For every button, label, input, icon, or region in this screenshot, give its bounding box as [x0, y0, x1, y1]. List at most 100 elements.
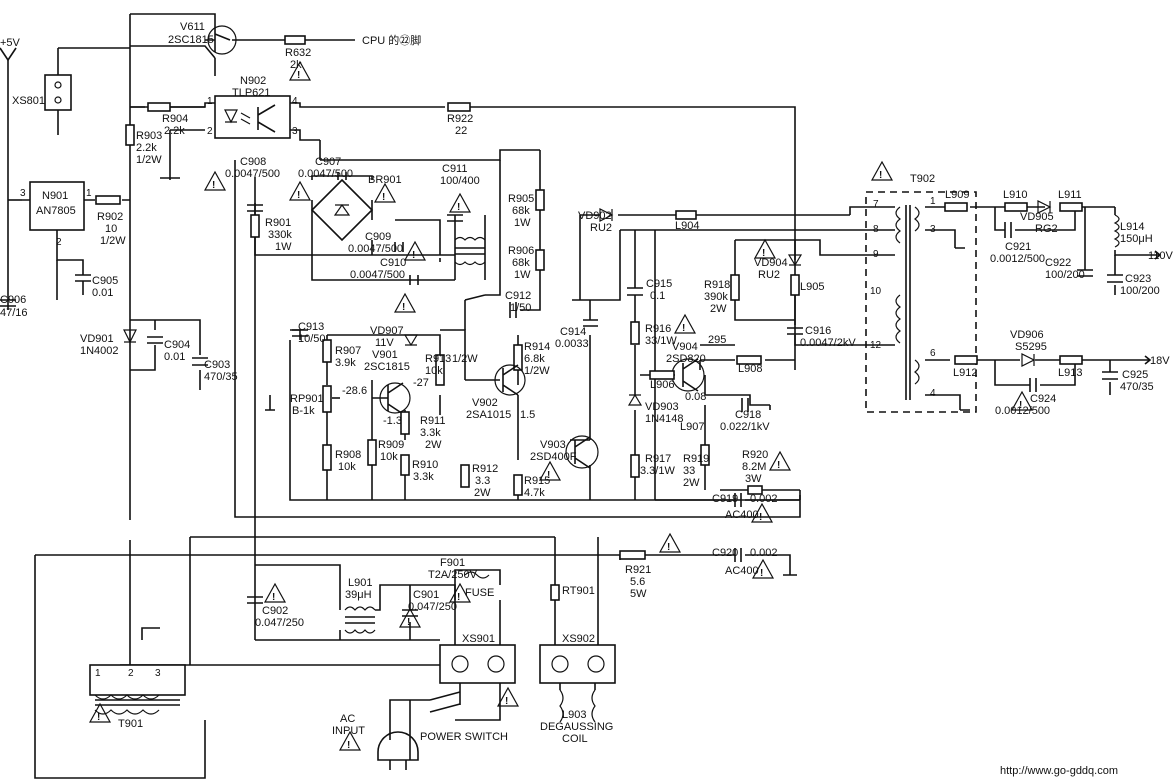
label-xs902: XS902	[562, 633, 595, 645]
label-c907: C907	[315, 156, 341, 168]
label-r921: R921	[625, 564, 651, 576]
t902-pin-4: 4	[930, 388, 936, 399]
label-r903: R903	[136, 130, 162, 142]
voltage-0-08: 0.08	[685, 391, 706, 403]
label-n901: N901	[42, 190, 68, 202]
label-r906: R906	[508, 245, 534, 257]
label-r906-val: 68k	[512, 257, 530, 269]
label-rp901: RP901	[290, 393, 324, 405]
label-l903: L903	[562, 709, 586, 721]
output-18v: 18V	[1150, 355, 1170, 367]
label-v902-type: 2SA1015	[466, 409, 511, 421]
warning-icon: !	[768, 450, 792, 471]
label-vd905: VD905	[1020, 211, 1054, 223]
cpu-note: CPU 的㉒脚	[362, 33, 421, 47]
label-c916: C916	[805, 325, 831, 337]
label-r908: R908	[335, 449, 361, 461]
label-r912-val: 3.3	[475, 475, 490, 487]
label-c909-val: 0.0047/500	[348, 243, 403, 255]
label-l901: L901	[348, 577, 372, 589]
svg-text:!: !	[760, 568, 763, 579]
voltage-1-5: 1.5	[520, 409, 535, 421]
warning-icon: !	[750, 502, 774, 523]
label-c914-val: 0.0033	[555, 338, 589, 350]
label-vd907: VD907	[370, 325, 404, 337]
label-r901-val: 330k	[268, 229, 292, 241]
svg-text:!: !	[1019, 400, 1022, 411]
svg-text:!: !	[297, 190, 300, 201]
t902-pin-6: 6	[930, 348, 936, 359]
label-f901: F901	[440, 557, 465, 569]
svg-text:!: !	[777, 460, 780, 471]
label-r917-val: 3.3/1W	[640, 465, 675, 477]
label-v904: V904	[672, 341, 698, 353]
label-c903: C903	[204, 359, 230, 371]
svg-text:!: !	[402, 302, 405, 313]
label-ac: AC	[340, 713, 355, 725]
label-r921-w: 5W	[630, 588, 647, 600]
label-c905: C905	[92, 275, 118, 287]
label-c919-ac: AC400	[725, 509, 759, 521]
label-c925: C925	[1122, 369, 1148, 381]
label-n902: N902	[240, 75, 266, 87]
label-r904: R904	[162, 113, 188, 125]
label-v901: V901	[372, 349, 398, 361]
label-r907-val: 3.9k	[335, 357, 356, 369]
label-c921: C921	[1005, 241, 1031, 253]
label-vd906: VD906	[1010, 329, 1044, 341]
label-l911: L911	[1058, 189, 1082, 201]
warning-icon: !	[403, 240, 427, 261]
label-v901-type: 2SC1815	[364, 361, 410, 373]
label-r908-val: 10k	[338, 461, 356, 473]
label-l914: L914	[1120, 221, 1144, 233]
label-r909: R909	[378, 439, 404, 451]
label-c915-val: 0.1	[650, 290, 665, 302]
label-v902: V902	[472, 397, 498, 409]
label-c920: C920	[712, 547, 738, 559]
label-c905-val: 0.01	[92, 287, 113, 299]
label-c920-val: 0.002	[750, 547, 778, 559]
svg-text:!: !	[505, 696, 508, 707]
svg-text:!: !	[762, 248, 765, 259]
warning-symbols: ! ! ! ! ! ! ! ! ! ! ! ! ! ! ! ! ! ! ! ! …	[88, 60, 1034, 751]
labels: +5V CPU 的㉒脚 XS801 V611 2SC1815 R632 2k N…	[0, 21, 1174, 777]
warning-icon: !	[751, 558, 775, 579]
label-r920-w: 3W	[745, 473, 762, 485]
warning-icon: !	[1010, 390, 1034, 411]
label-vd901-type: 1N4002	[80, 345, 119, 357]
label-r913: R913	[425, 353, 451, 365]
label-r910: R910	[412, 459, 438, 471]
label-n902-type: TLP621	[232, 87, 271, 99]
label-r920: R920	[742, 449, 768, 461]
label-v611-type: 2SC1815	[168, 34, 214, 46]
label-c921-val: 0.0012/500	[990, 253, 1045, 265]
label-c904: C904	[164, 339, 190, 351]
label-c922-val: 100/200	[1045, 269, 1085, 281]
label-r901-w: 1W	[275, 241, 292, 253]
label-c906: C906	[0, 294, 26, 306]
label-br901: BR901	[368, 174, 402, 186]
label-c919: C919	[712, 493, 738, 505]
label-c903-val: 470/35	[204, 371, 238, 383]
label-c914: C914	[560, 326, 586, 338]
label-r920-val: 8.2M	[742, 461, 766, 473]
label-vd904-type: RU2	[758, 269, 780, 281]
label-degaussing: DEGAUSSING	[540, 721, 613, 733]
label-c918-val: 0.022/1kV	[720, 421, 770, 433]
label-r922: R922	[447, 113, 473, 125]
label-r911: R911	[420, 415, 445, 427]
label-v904-type: 2SD820	[666, 353, 706, 365]
n902-pin-2: 2	[207, 126, 213, 137]
warning-icon: !	[203, 170, 227, 191]
label-t902: T902	[910, 173, 935, 185]
label-f901-val: T2A/250V	[428, 569, 478, 581]
label-c913: C913	[298, 321, 324, 333]
voltage-n1-3: -1.3	[383, 415, 402, 427]
svg-text:!: !	[547, 470, 550, 481]
label-t901: T901	[118, 718, 143, 730]
label-l904: L904	[675, 220, 699, 232]
label-c907-val: 0.0047/500	[298, 168, 353, 180]
label-c912-val: 1/50	[510, 302, 531, 314]
svg-text:!: !	[667, 542, 670, 553]
